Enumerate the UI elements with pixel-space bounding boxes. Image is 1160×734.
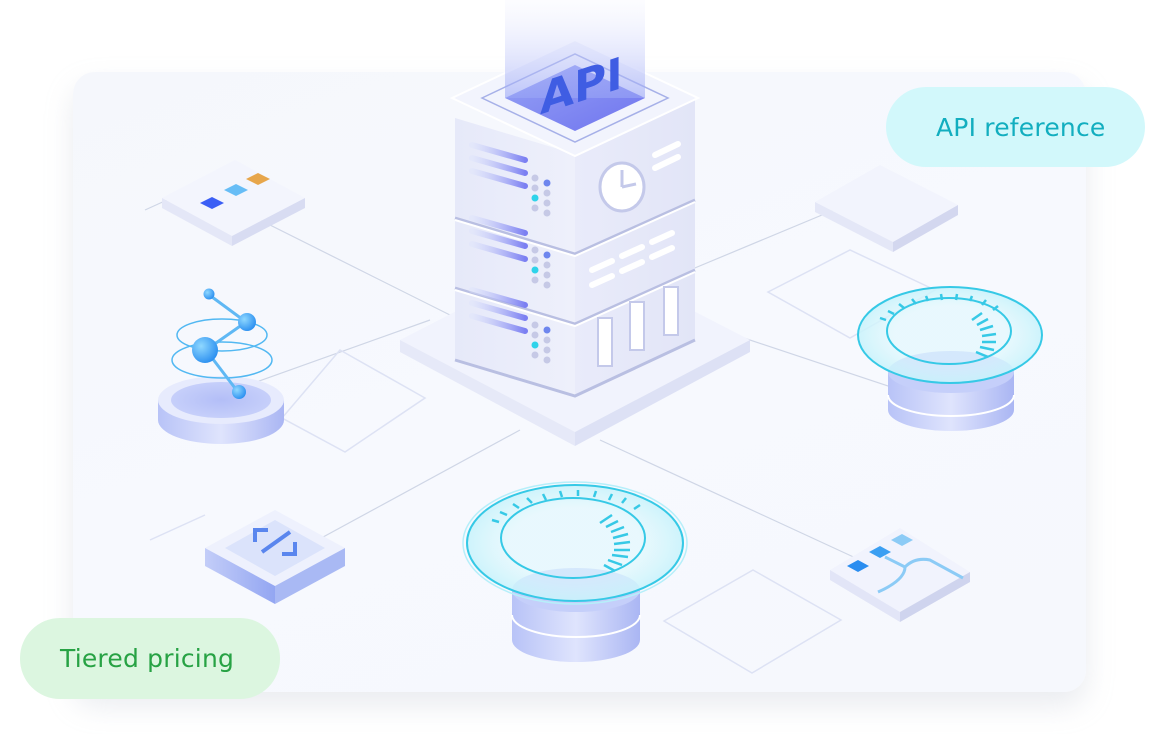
network-graph-node — [158, 288, 284, 444]
tiered-pricing-badge: Tiered pricing — [20, 618, 280, 699]
color-tiles-panel — [162, 160, 305, 246]
code-panel — [205, 510, 345, 604]
clock-icon — [598, 161, 646, 213]
api-reference-badge: API reference — [886, 87, 1145, 167]
database-gauge-right — [857, 286, 1043, 431]
flow-panel — [830, 528, 970, 622]
gauge-ticks — [491, 490, 641, 573]
tiered-pricing-label: Tiered pricing — [60, 644, 235, 673]
api-reference-label: API reference — [936, 112, 1106, 142]
code-brackets-icon — [253, 528, 297, 556]
server-stack: API — [400, 0, 750, 446]
database-gauge-bottom — [462, 481, 688, 662]
blank-panel — [815, 165, 958, 252]
